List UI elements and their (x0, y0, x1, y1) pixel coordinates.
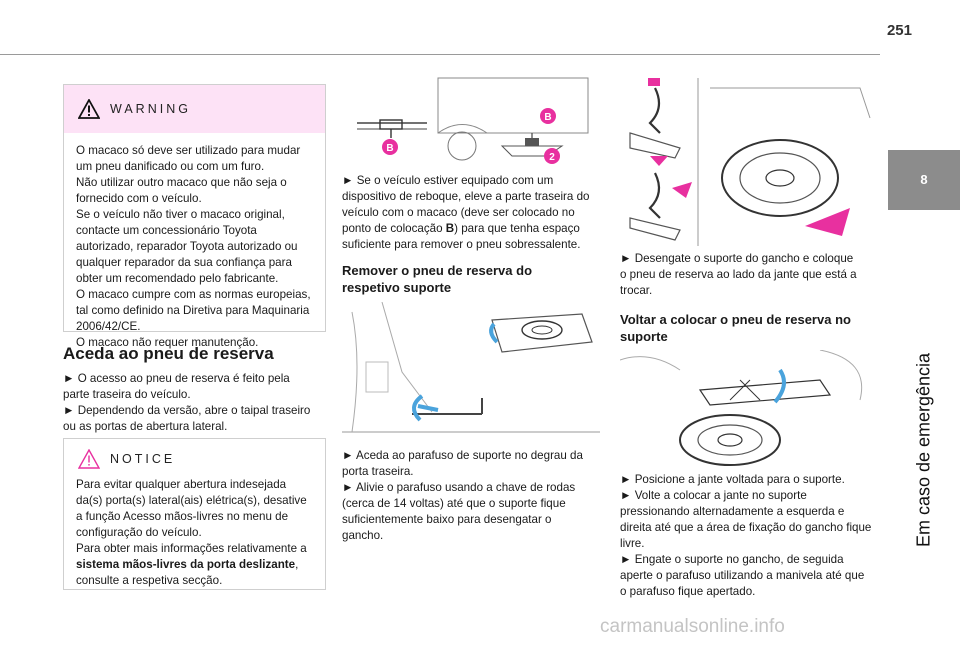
side-arrow-icon (672, 182, 692, 198)
refit-heading: Voltar a colocar o pneu de reserva no su… (620, 311, 885, 345)
notice-line: Para obter mais informações relativament… (76, 542, 307, 555)
chapter-title: Em caso de emergência (913, 352, 934, 548)
notice-line: sistema mãos-livres da porta deslizante, (76, 557, 313, 573)
label-2: 2 (549, 152, 555, 163)
notice-line: a função Acesso mãos-livres no menu de (76, 510, 289, 523)
chapter-sidebar: 8 Em caso de emergência (888, 150, 960, 649)
warning-line: 2006/42/CE. (76, 320, 141, 333)
refit-heading-line: Voltar a colocar o pneu de reserva no (620, 312, 851, 327)
disengage-line: trocar. (620, 284, 653, 297)
access-line: parte traseira do veículo. (63, 388, 191, 401)
access-line: ► Dependendo da versão, abre o taipal tr… (63, 404, 311, 417)
b-badge-icon (382, 139, 398, 155)
remove-heading-line: Remover o pneu de reserva do (342, 263, 533, 278)
warning-line: O macaco cumpre com as normas europeias, (76, 288, 311, 301)
remove-heading-line: respetivo suporte (342, 280, 452, 295)
tow-line: suficiente para remover o pneu sobressal… (342, 238, 581, 251)
label-b-1: B (386, 143, 393, 154)
warning-line: contacte um concessionário Toyota (76, 224, 257, 237)
refit-line: pressionando alternadamente a esquerda e (620, 505, 845, 518)
tow-line: dispositivo de reboque, eleve a parte tr… (342, 190, 590, 203)
remove-line: porta traseira. (342, 465, 414, 478)
warning-line: um pneu danificado ou com um furo. (76, 160, 265, 173)
refit-line: aperte o parafuso utilizando a manivela … (620, 569, 865, 582)
notice-title: NOTICE (110, 452, 176, 466)
tire-down-arrow-icon (805, 208, 850, 236)
warning-line: qualquer reparador da sua confiança para (76, 256, 292, 269)
hook-disengage-illustration (629, 78, 871, 246)
notice-punct: , (295, 558, 299, 571)
remove-line: ► Alivie o parafuso usando a chave de ro… (342, 481, 576, 494)
b-badge-icon (540, 108, 556, 124)
tow-line: veículo com o macaco (deve ser colocado … (342, 206, 575, 219)
tow-line: ponto de colocação B) para que tenha esp… (342, 221, 607, 237)
notice-line: Para evitar qualquer abertura indesejada (76, 478, 287, 491)
refit-line: direita até que a área de fixação do gan… (620, 521, 872, 534)
refit-line: ► Volte a colocar a jante no suporte (620, 489, 807, 502)
warning-header: WARNING (64, 85, 325, 133)
warning-line: tal como definido na Diretiva para Maqui… (76, 304, 310, 317)
disengage-text: ► Desengate o suporte do gancho e coloqu… (620, 251, 882, 299)
access-line: ou as portas de abertura lateral. (63, 420, 228, 433)
warning-title: WARNING (110, 102, 191, 116)
warning-line: obter um recomendado pelo fabricante. (76, 272, 279, 285)
page-number: 251 (886, 22, 912, 39)
disengage-line: ► Desengate o suporte do gancho e coloqu… (620, 252, 854, 265)
spare-bolt-illustration (342, 302, 600, 433)
warning-line: autorizado, reparador Toyota autorizado … (76, 240, 298, 253)
tow-line: ► Se o veículo estiver equipado com um (342, 174, 554, 187)
remove-line: gancho. (342, 529, 384, 542)
remove-heading: Remover o pneu de reserva do respetivo s… (342, 262, 607, 296)
tow-text: ► Se o veículo estiver equipado com um d… (342, 173, 607, 253)
tow-text-part: ) para que tenha espaço (454, 222, 580, 235)
remove-line: suficientemente baixo para desengatar o (342, 513, 552, 526)
header-rule (0, 54, 880, 55)
refit-text: ► Posicione a jante voltada para o supor… (620, 472, 885, 600)
label-b-2: B (544, 112, 551, 123)
warning-line: Se o veículo não tiver o macaco original… (76, 208, 285, 221)
remove-line: ► Aceda ao parafuso de suporte no degrau… (342, 449, 583, 462)
warning-text: O macaco só deve ser utilizado para muda… (64, 133, 325, 359)
refit-tire-illustration (620, 350, 863, 466)
warning-line: fornecido com o veículo. (76, 192, 202, 205)
refit-line: livre. (620, 537, 645, 550)
jack-placement-illustration: B B 2 (357, 77, 589, 164)
access-line: ► O acesso ao pneu de reserva é feito pe… (63, 372, 290, 385)
remove-text: ► Aceda ao parafuso de suporte no degrau… (342, 448, 607, 544)
point-b-ref: B (445, 222, 455, 235)
rotate-arrow-icon (412, 394, 424, 422)
warning-line: Não utilizar outro macaco que não seja o (76, 176, 287, 189)
notice-line: da(s) porta(s) lateral(ais) elétrica(s),… (76, 494, 307, 507)
warning-triangle-icon (78, 99, 100, 119)
refit-line: ► Posicione a jante voltada para o supor… (620, 473, 845, 486)
warning-line: O macaco não requer manutenção. (76, 336, 259, 349)
rotate-arrow-icon (489, 322, 499, 344)
refit-heading-line: suporte (620, 329, 668, 344)
watermark: carmanualsonline.info (600, 616, 785, 637)
remove-line: (cerca de 14 voltas) até que o suporte f… (342, 497, 566, 510)
up-arrow-icon (648, 78, 660, 86)
notice-line: consulte a respetiva secção. (76, 574, 223, 587)
hands-free-system-name: sistema mãos-livres da porta deslizante (76, 558, 296, 571)
down-arrow-icon (650, 156, 668, 166)
notice-text: Para evitar qualquer abertura indesejada… (64, 475, 325, 597)
tow-text-part: ponto de colocação (342, 222, 446, 235)
access-text: ► O acesso ao pneu de reserva é feito pe… (63, 371, 333, 435)
access-heading: Aceda ao pneu de reserva (63, 344, 274, 363)
refit-line: ► Engate o suporte no gancho, de seguida (620, 553, 844, 566)
warning-box: WARNING O macaco só deve ser utilizado p… (63, 84, 326, 349)
chapter-number-tab[interactable]: 8 (888, 150, 960, 210)
rotate-arrow-icon (773, 368, 786, 404)
notice-line: configuração do veículo. (76, 526, 202, 539)
warning-line: O macaco só deve ser utilizado para muda… (76, 144, 301, 157)
notice-header: NOTICE (64, 439, 325, 475)
step-2-badge-icon (544, 148, 560, 164)
caution-triangle-icon (78, 449, 100, 469)
refit-line: o parafuso fique apertado. (620, 585, 756, 598)
disengage-line: o pneu de reserva ao lado da jante que e… (620, 268, 857, 281)
notice-box: NOTICE Para evitar qualquer abertura ind… (63, 438, 326, 590)
